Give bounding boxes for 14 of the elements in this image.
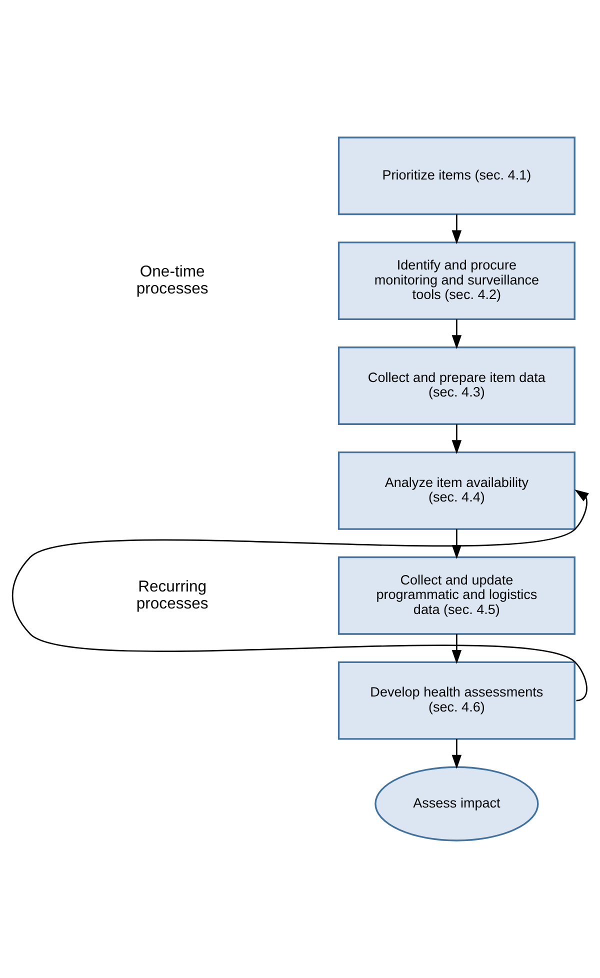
node-ellipse: Assess impact <box>374 766 539 842</box>
arrow <box>452 319 462 350</box>
node-box: Analyze item availability (sec. 4.4) <box>338 451 576 530</box>
node-box: Prioritize items (sec. 4.1) <box>338 136 576 216</box>
arrow <box>452 214 462 244</box>
label: One-time processes <box>136 264 208 298</box>
arrow <box>452 739 462 769</box>
node-box: Develop health assessments (sec. 4.6) <box>338 661 576 740</box>
node-box: Collect and update programmatic and logistics data (sec. 4.5) <box>338 556 576 635</box>
arrow <box>452 634 462 664</box>
label: Recurring processes <box>136 578 208 612</box>
node-box: Collect and prepare item data (sec. 4.3) <box>338 346 576 425</box>
node-box: Identify and procure monitoring and surveillance tools (sec. 4.2) <box>338 242 576 320</box>
arrow <box>452 424 462 454</box>
